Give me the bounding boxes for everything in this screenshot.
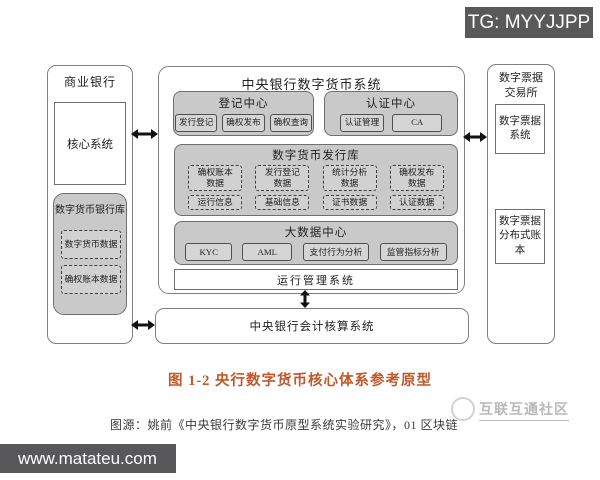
digital-currency-data-box: 数字货币数据	[61, 230, 121, 259]
kyc-chip: KYC	[185, 243, 233, 261]
payment-behavior-analysis-chip: 支付行为分析	[302, 243, 370, 261]
authentication-data-chip: 认证数据	[389, 195, 444, 210]
arrow-central-to-accounting	[299, 290, 311, 308]
digital-bill-exchange-title: 数字票据交易所	[499, 72, 543, 99]
authentication-center-box: 认证中心 认证管理 CA	[324, 91, 458, 136]
accounting-system-box: 中央银行会计核算系统	[155, 308, 469, 344]
commercial-bank-title: 商业银行	[63, 75, 116, 89]
confirmed-ledger-data-box: 确权账本数据	[61, 265, 121, 294]
certificate-data-chip: 证书数据	[322, 195, 377, 210]
commercial-bank-box: 商业银行 核心系统 数字货币银行库 数字货币数据 确权账本数据	[47, 65, 133, 344]
registration-center-box: 登记中心 发行登记 确权发布 确权查询	[173, 91, 314, 136]
bank-vault-title: 数字货币银行库	[55, 205, 125, 216]
aml-chip: AML	[242, 243, 293, 261]
confirmed-ledger-data-chip: 确权账本数据	[188, 165, 243, 191]
statistics-analysis-data-chip: 统计分析数据	[322, 165, 377, 191]
regulatory-indicator-analysis-chip: 监管指标分析	[379, 243, 447, 261]
central-system-title: 中央银行数字货币系统	[241, 77, 382, 92]
issuance-registration-data-chip: 发行登记数据	[255, 165, 310, 191]
tg-badge: TG: MYYJJPP	[465, 7, 593, 38]
core-system-box: 核心系统	[54, 102, 126, 185]
double-arrow-vertical-icon	[300, 290, 310, 308]
double-arrow-horizontal-icon	[463, 132, 487, 142]
website-url-bar: www.matateu.com	[0, 444, 176, 473]
rights-publish-data-chip: 确权发布数据	[389, 165, 444, 191]
registration-center-title: 登记中心	[218, 98, 269, 110]
issuance-vault-box: 数字货币发行库 确权账本数据 发行登记数据 统计分析数据 确权发布数据 运行信息…	[174, 144, 458, 216]
watermark-text: 互联互通社区	[479, 399, 569, 421]
operation-management-system-box: 运行管理系统	[174, 269, 458, 290]
rights-query-chip: 确权查询	[269, 114, 313, 132]
arrow-central-to-exchange	[463, 131, 487, 143]
basic-info-chip: 基础信息	[255, 195, 310, 210]
digital-bill-system-box: 数字票据系统	[495, 104, 545, 154]
rights-publish-chip: 确权发布	[222, 114, 265, 132]
auth-management-chip: 认证管理	[339, 114, 385, 132]
issuance-vault-title: 数字货币发行库	[272, 150, 360, 162]
ca-chip: CA	[392, 114, 443, 132]
watermark-logo-icon	[451, 397, 475, 421]
double-arrow-horizontal-icon	[131, 320, 155, 330]
digital-bill-exchange-box: 数字票据交易所 数字票据系统 数字票据分布式账本	[487, 64, 555, 344]
figure-caption: 图 1-2 央行数字货币核心体系参考原型	[167, 373, 433, 389]
big-data-center-box: 大数据中心 KYC AML 支付行为分析 监管指标分析	[174, 221, 458, 265]
digital-currency-bank-vault: 数字货币银行库 数字货币数据 确权账本数据	[53, 193, 127, 315]
source-line: 图源：姚前《中央银行数字货币原型系统实验研究》，01 区块链	[110, 418, 459, 432]
arrow-bank-to-central	[131, 128, 158, 140]
central-bank-system-box: 中央银行数字货币系统 登记中心 发行登记 确权发布 确权查询 认证中心 认证管理…	[158, 66, 465, 294]
big-data-center-title: 大数据中心	[284, 227, 348, 239]
issuance-registration-chip: 发行登记	[174, 114, 218, 132]
double-arrow-horizontal-icon	[131, 129, 158, 139]
digital-bill-distributed-ledger-box: 数字票据分布式账本	[495, 209, 545, 264]
operation-info-chip: 运行信息	[188, 195, 243, 210]
arrow-bank-to-accounting	[131, 319, 155, 331]
authentication-center-title: 认证中心	[366, 98, 416, 110]
